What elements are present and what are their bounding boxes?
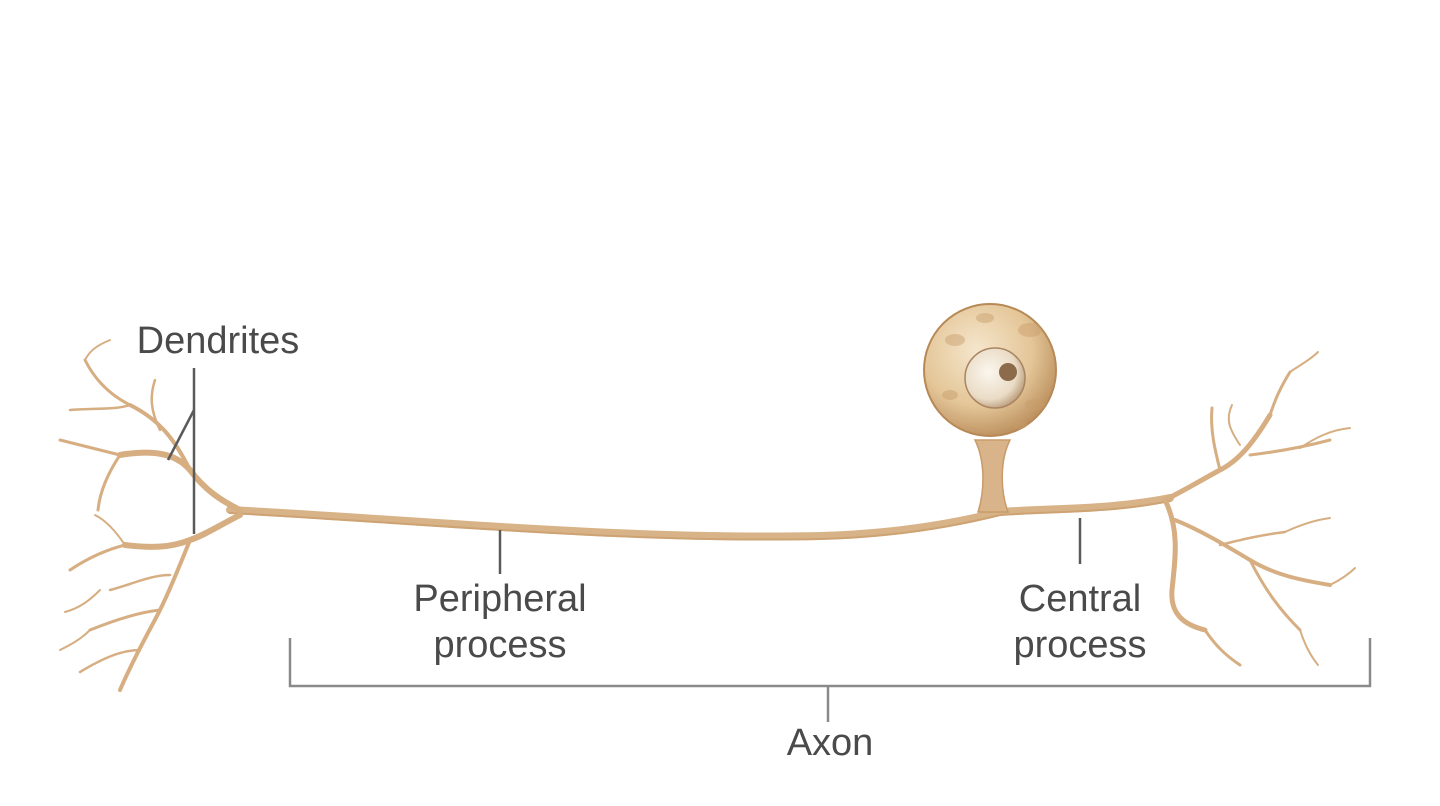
dendrites-label: Dendrites [118,318,318,364]
peripheral-process-label: Peripheral process [380,576,620,668]
axon-shaft-shade [229,500,1171,541]
central-process-line-1: Central [1018,578,1142,620]
soma-stalk [973,439,1012,513]
dendrite-tree-right [1162,351,1356,667]
nucleus [964,347,1026,409]
axon-bracket [288,638,1372,722]
cell-body-texture [942,313,1045,429]
central-process-line-2: process [1013,624,1147,666]
nucleolus [999,363,1017,381]
dendrite-tree-left [58,339,243,692]
dendrites-label-text: Dendrites [136,320,300,362]
axon-label: Axon [740,720,920,766]
axon-shaft [226,494,1174,541]
central-process-label: Central process [980,576,1180,668]
peripheral-process-line-1: Peripheral [413,578,587,620]
axon-label-text: Axon [786,722,874,764]
leader-lines [166,368,1082,574]
dendrites-leader-diagonal [166,409,196,461]
peripheral-process-line-2: process [433,624,567,666]
